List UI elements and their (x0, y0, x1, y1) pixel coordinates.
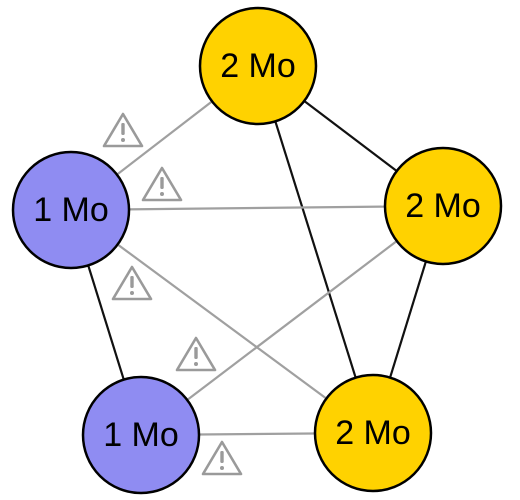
nodes: 2 Mo 2 Mo 2 Mo 1 Mo 1 Mo (11, 6, 503, 495)
warning-icons (102, 112, 243, 476)
node-right[interactable]: 2 Mo (383, 146, 503, 266)
node-bottom-left[interactable]: 1 Mo (81, 375, 201, 495)
edge-left-right (70, 204, 444, 212)
node-label: 1 Mo (103, 416, 179, 454)
node-label: 2 Mo (335, 414, 411, 452)
edge-top-bottom-right (256, 65, 375, 434)
warning-triangle-icon (201, 440, 243, 476)
warning-triangle-icon (102, 112, 144, 148)
node-circle (198, 6, 318, 126)
node-top[interactable]: 2 Mo (198, 6, 318, 126)
node-circle (81, 375, 201, 495)
warning-triangle-icon (141, 166, 183, 202)
node-label: 1 Mo (33, 191, 109, 229)
node-label: 2 Mo (405, 187, 481, 225)
node-circle (383, 146, 503, 266)
node-circle (11, 150, 131, 270)
warning-triangle-icon (175, 336, 217, 372)
node-bottom-right[interactable]: 2 Mo (313, 373, 433, 493)
warning-triangle-icon (111, 265, 153, 301)
node-left[interactable]: 1 Mo (11, 150, 131, 270)
edge-bottom-left-right (140, 205, 444, 436)
node-label: 2 Mo (220, 47, 296, 85)
node-circle (313, 373, 433, 493)
edge-left-bottom-right (70, 209, 374, 434)
